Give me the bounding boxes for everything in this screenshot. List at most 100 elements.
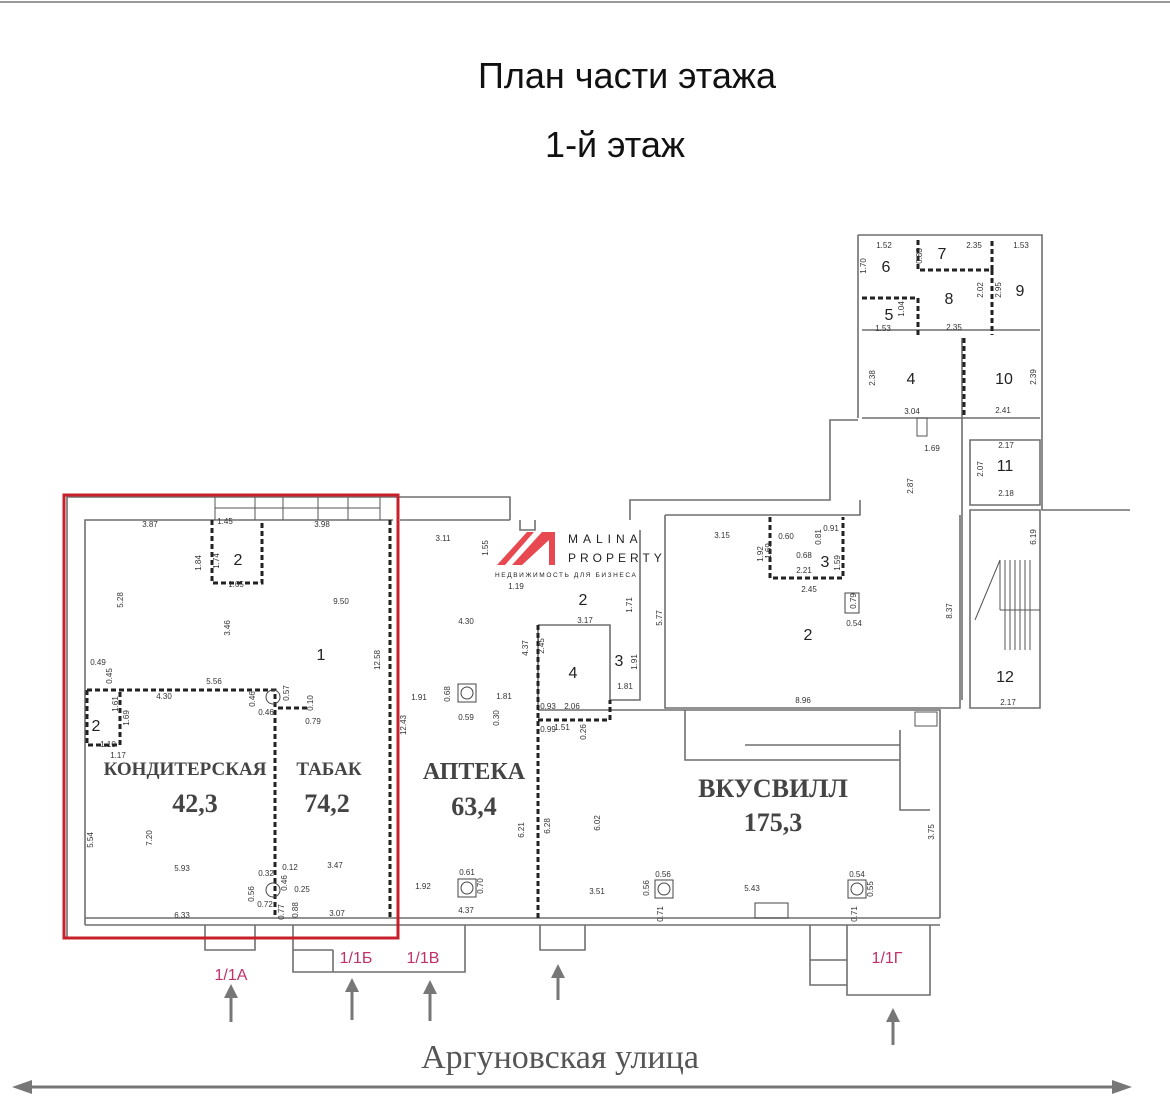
entrance-arrow-icon: [345, 978, 359, 1020]
shop-name: АПТЕКА: [423, 759, 526, 785]
logo-tagline: НЕДВИЖИМОСТЬ ДЛЯ БИЗНЕСА: [495, 572, 637, 579]
shop-name: ТАБАК: [296, 759, 361, 780]
dimension-label: 5.43: [744, 884, 760, 893]
dimension-label: 1.74: [212, 553, 221, 569]
dimension-label: 8.96: [795, 696, 811, 705]
dimension-label: 0.79: [305, 717, 321, 726]
dimension-label: 0.12: [282, 863, 298, 872]
dimension-label: 3.17: [577, 616, 593, 625]
dimension-label: 2.95: [994, 282, 1003, 298]
dimension-label: 1.10: [100, 740, 116, 749]
dimension-label: 2.35: [966, 241, 982, 250]
dimension-label: 1.19: [508, 582, 524, 591]
entrance-arrow-icon: [423, 980, 437, 1021]
dimension-label: 4.37: [458, 906, 474, 915]
dimension-label: 0.46: [258, 708, 274, 717]
dimension-label: 3.11: [436, 534, 452, 543]
dimension-label: 0.25: [294, 885, 310, 894]
dimension-label: 9.50: [333, 597, 349, 606]
dimension-label: 0.77: [277, 904, 286, 920]
dimension-label: 1.53: [1013, 241, 1029, 250]
dimension-label: 1.70: [859, 258, 868, 274]
room-number: 4: [569, 665, 578, 682]
shop-area: 42,3: [172, 789, 218, 818]
dimension-label: 1.59: [833, 555, 842, 571]
dimension-label: 5.28: [116, 592, 125, 608]
dimension-label: 0.10: [306, 695, 315, 711]
dimension-label: 0.61: [459, 868, 475, 877]
plan-title: План части этажа: [478, 55, 777, 96]
dimension-label: 0.79: [849, 593, 858, 609]
dimension-label: 3.75: [927, 824, 936, 840]
room-number: 11: [997, 458, 1014, 475]
room-number: 7: [938, 246, 947, 263]
room-number: 2: [804, 627, 813, 644]
entrance-label: 1/1А: [215, 967, 248, 984]
dimension-label: 0.71: [850, 906, 859, 922]
street-double-arrow-icon: [12, 1080, 1132, 1094]
dimension-label: 6.19: [1029, 529, 1038, 545]
dimension-label: 2.18: [998, 489, 1014, 498]
dimension-label: 3.04: [904, 407, 920, 416]
dimension-label: 5.93: [174, 864, 190, 873]
dimension-label: 1.91: [411, 693, 427, 702]
dimension-label: 0.49: [90, 658, 106, 667]
dimension-label: 6.33: [174, 911, 190, 920]
dimension-label: 1.84: [194, 555, 203, 571]
dimension-label: 1.53: [875, 324, 891, 333]
room-number: 2: [579, 592, 588, 609]
room-number: 2: [92, 718, 101, 735]
dimension-label: 0.71: [656, 906, 665, 922]
malina-logo-icon: [497, 532, 555, 565]
room-number: 2: [234, 552, 243, 569]
room-number: 5: [885, 307, 894, 324]
dimension-label: 12.43: [399, 714, 408, 735]
dimension-label: 3.07: [329, 909, 345, 918]
dimension-label: 0.32: [258, 869, 274, 878]
dimension-label: 3.87: [142, 520, 158, 529]
dimension-label: 3.98: [314, 520, 330, 529]
dimension-label: 5.77: [655, 610, 664, 626]
dimension-label: 1.52: [876, 241, 892, 250]
dimension-label: 0.45: [105, 668, 114, 684]
dimension-label: 0.56: [642, 880, 651, 896]
dimension-label: 5.54: [86, 832, 95, 848]
dimension-label: 4.37: [521, 640, 530, 656]
dimension-label: 1.92: [756, 546, 765, 562]
dimension-label: 0.46: [248, 691, 257, 707]
dimension-label: 1.81: [617, 682, 633, 691]
logo-name-2: PROPERTY: [568, 551, 666, 565]
dimension-label: 0.88: [291, 902, 300, 918]
dimension-label: 0.57: [282, 685, 291, 701]
logo-name-1: MALINA: [568, 532, 643, 546]
entrances: 1/1А 1/1Б 1/1В 1/1Г: [215, 950, 903, 1045]
dimension-label: 2.35: [946, 323, 962, 332]
dimension-label: 0.83: [915, 248, 924, 264]
dimension-label: 1.81: [496, 692, 512, 701]
dimension-label: 2.41: [995, 406, 1011, 415]
dimension-label: 3.46: [223, 620, 232, 636]
dimension-label: 0.30: [492, 710, 501, 726]
dimension-label: 12.58: [373, 649, 382, 670]
dimension-label: 0.93: [540, 702, 556, 711]
street-name: Аргуновская улица: [421, 1039, 699, 1076]
room-number: 8: [945, 291, 954, 308]
dimension-label: 0.55: [866, 881, 875, 897]
entrance-arrow-icon: [224, 984, 238, 1022]
floor-subtitle: 1-й этаж: [545, 124, 685, 165]
dimension-label: 2.21: [796, 566, 812, 575]
entrance-label: 1/1Г: [872, 950, 903, 967]
dimension-label: 2.87: [906, 478, 915, 494]
room-number: 3: [821, 554, 830, 571]
dimension-label: 1.69: [924, 444, 940, 453]
logo: MALINA PROPERTY НЕДВИЖИМОСТЬ ДЛЯ БИЗНЕСА: [495, 532, 666, 579]
highlighted-area: [62, 493, 400, 940]
room-number: 10: [995, 371, 1013, 388]
dimension-label: 0.59: [458, 713, 474, 722]
dimension-label: 8.37: [945, 603, 954, 619]
dimension-label: 0.56: [247, 886, 256, 902]
dimension-label: 1.69: [122, 710, 131, 726]
